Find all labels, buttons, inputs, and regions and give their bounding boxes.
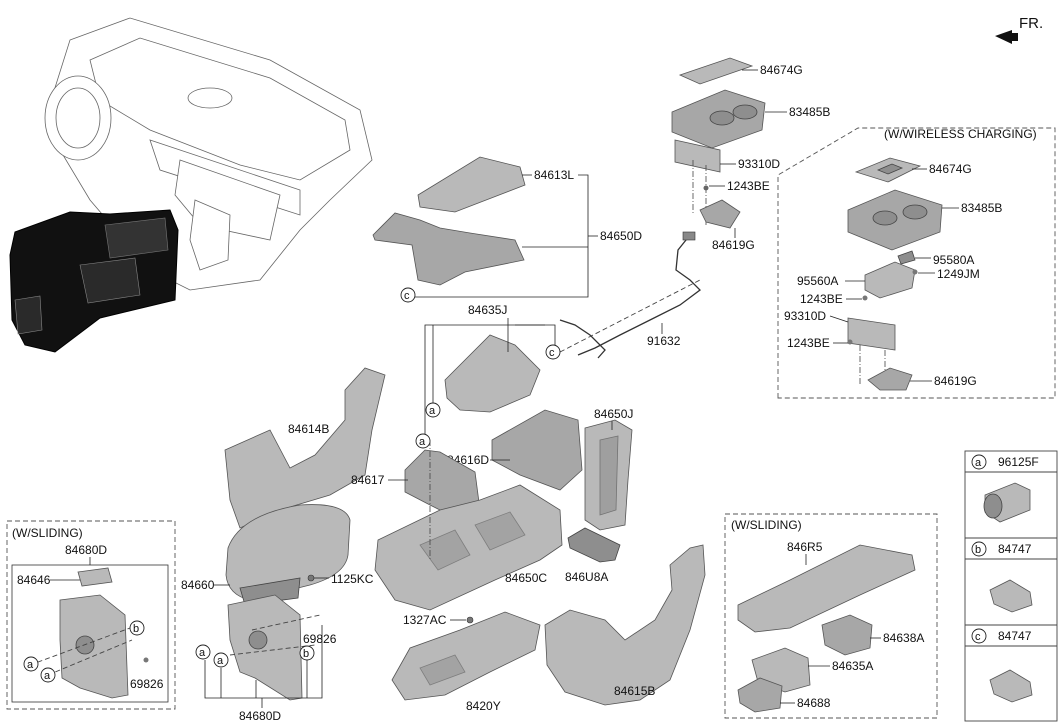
- sliding-right-title: (W/SLIDING): [731, 518, 802, 532]
- part-label-1249JM: 1249JM: [937, 267, 980, 281]
- part-label-84674G-wireless: 84674G: [929, 162, 972, 176]
- part-label-84635A: 84635A: [832, 659, 873, 673]
- trim-846U8A: [567, 527, 621, 563]
- legend-row-b: b 84747: [971, 541, 1033, 613]
- callout-c-84650D-letter: c: [404, 290, 410, 302]
- side-panel-84615B: [544, 544, 706, 706]
- part-label-84650C: 84650C: [505, 571, 547, 585]
- cup-holder-cluster: [671, 57, 766, 229]
- legend-circle-a: [971, 454, 987, 470]
- callout-a-84680D-left-letter: a: [199, 647, 206, 659]
- legend-part-a: 96125F: [998, 455, 1039, 469]
- part-label-91632: 91632: [647, 334, 681, 348]
- part-label-846U8A: 846U8A: [565, 570, 608, 584]
- callout-a-sliding-left-1: [23, 656, 39, 672]
- side-panel-84614B: [224, 367, 386, 529]
- legend-letter-b: b: [975, 544, 981, 556]
- bracket-84616D: [491, 409, 583, 491]
- part-label-84646: 84646: [17, 573, 51, 587]
- legend-table: a 96125F b 84747 c 84747: [964, 450, 1058, 722]
- callout-a-84635J-lower-letter: a: [419, 436, 426, 448]
- front-direction-indicator: FR.: [995, 15, 1043, 44]
- legend-circle-c: [971, 628, 987, 644]
- part-label-1327AC: 1327AC: [403, 613, 447, 627]
- part-label-84619G-top: 84619G: [712, 238, 755, 252]
- sliding-right-frame: [724, 513, 938, 719]
- part-label-84638A: 84638A: [883, 631, 924, 645]
- part-label-846R5: 846R5: [787, 540, 823, 554]
- front-label: FR.: [1019, 15, 1043, 32]
- part-label-69826-center: 69826: [303, 632, 337, 646]
- sliding-left-frame: [6, 520, 176, 710]
- callout-a-84635J-upper-letter: a: [429, 405, 436, 417]
- part-label-84680D-bottom: 84680D: [239, 709, 281, 723]
- dashboard-overview: [9, 17, 373, 353]
- legend-row-a: a 96125F: [971, 454, 1039, 523]
- side-panel-84650J: [584, 419, 633, 531]
- callout-a-84680D-right-letter: a: [217, 655, 224, 667]
- callout-b-sliding-left-letter: b: [133, 623, 139, 635]
- legend-part-b: 84747: [998, 542, 1032, 556]
- wiring-harness: [559, 231, 701, 359]
- lower-bracket-8420Y: [391, 611, 541, 701]
- part-label-84650J: 84650J: [594, 407, 633, 421]
- part-label-84674G-top: 84674G: [760, 63, 803, 77]
- part-label-95580A: 95580A: [933, 253, 974, 267]
- callout-a-84635J-upper: [425, 402, 441, 418]
- legend-circle-b: [971, 541, 987, 557]
- part-label-84650D: 84650D: [600, 229, 642, 243]
- callout-c-84650D: [400, 287, 416, 303]
- callout-b-sliding-left: [129, 620, 145, 636]
- part-label-84660: 84660: [181, 578, 215, 592]
- rear-panel-84680D-center: [227, 594, 303, 701]
- part-label-8420Y: 8420Y: [466, 699, 501, 713]
- part-label-1243BE-top: 1243BE: [727, 179, 770, 193]
- part-label-69826-left: 69826: [130, 677, 164, 691]
- part-label-95560A: 95560A: [797, 274, 838, 288]
- part-label-83485B-wireless: 83485B: [961, 201, 1002, 215]
- legend-row-c: c 84747: [971, 628, 1033, 703]
- upper-console-panel: [372, 156, 526, 286]
- part-label-1243BE-wireless-1: 1243BE: [800, 292, 843, 306]
- part-label-84619G-wireless: 84619G: [934, 374, 977, 388]
- callout-a-84680D-right: [213, 652, 229, 668]
- legend-part-c: 84747: [998, 629, 1032, 643]
- callout-a-sliding-left-2-letter: a: [44, 670, 51, 682]
- front-arrow-icon: [995, 30, 1018, 44]
- part-label-1125KC: 1125KC: [331, 572, 374, 586]
- part-label-93310D-wireless: 93310D: [784, 309, 826, 323]
- part-label-84614B: 84614B: [288, 422, 329, 436]
- part-label-1243BE-wireless-2: 1243BE: [787, 336, 830, 350]
- callout-b-84680D-letter: b: [303, 648, 309, 660]
- callout-a-sliding-left-2: [40, 667, 56, 683]
- wireless-charging-title: (W/WIRELESS CHARGING): [884, 127, 1037, 141]
- callout-c-84635J: [545, 344, 561, 360]
- callout-a-sliding-left-1-letter: a: [27, 659, 34, 671]
- part-label-84615B: 84615B: [614, 684, 655, 698]
- part-label-93310D-top: 93310D: [738, 157, 780, 171]
- part-label-83485B-top: 83485B: [789, 105, 830, 119]
- legend-letter-a: a: [975, 457, 982, 469]
- callout-a-84680D-left: [195, 644, 211, 660]
- part-label-84680D-left: 84680D: [65, 543, 107, 557]
- wireless-charging-frame: [777, 127, 1056, 399]
- armrest-84660: [225, 504, 351, 606]
- legend-letter-c: c: [975, 631, 981, 643]
- part-label-84613L: 84613L: [534, 168, 574, 182]
- console-cover-84635J: [444, 334, 541, 413]
- main-frame-84650C: [374, 440, 563, 611]
- part-label-84635J: 84635J: [468, 303, 507, 317]
- part-label-84688: 84688: [797, 696, 831, 710]
- callout-c-84635J-letter: c: [549, 347, 555, 359]
- sliding-left-title: (W/SLIDING): [12, 526, 83, 540]
- part-label-84617: 84617: [351, 473, 385, 487]
